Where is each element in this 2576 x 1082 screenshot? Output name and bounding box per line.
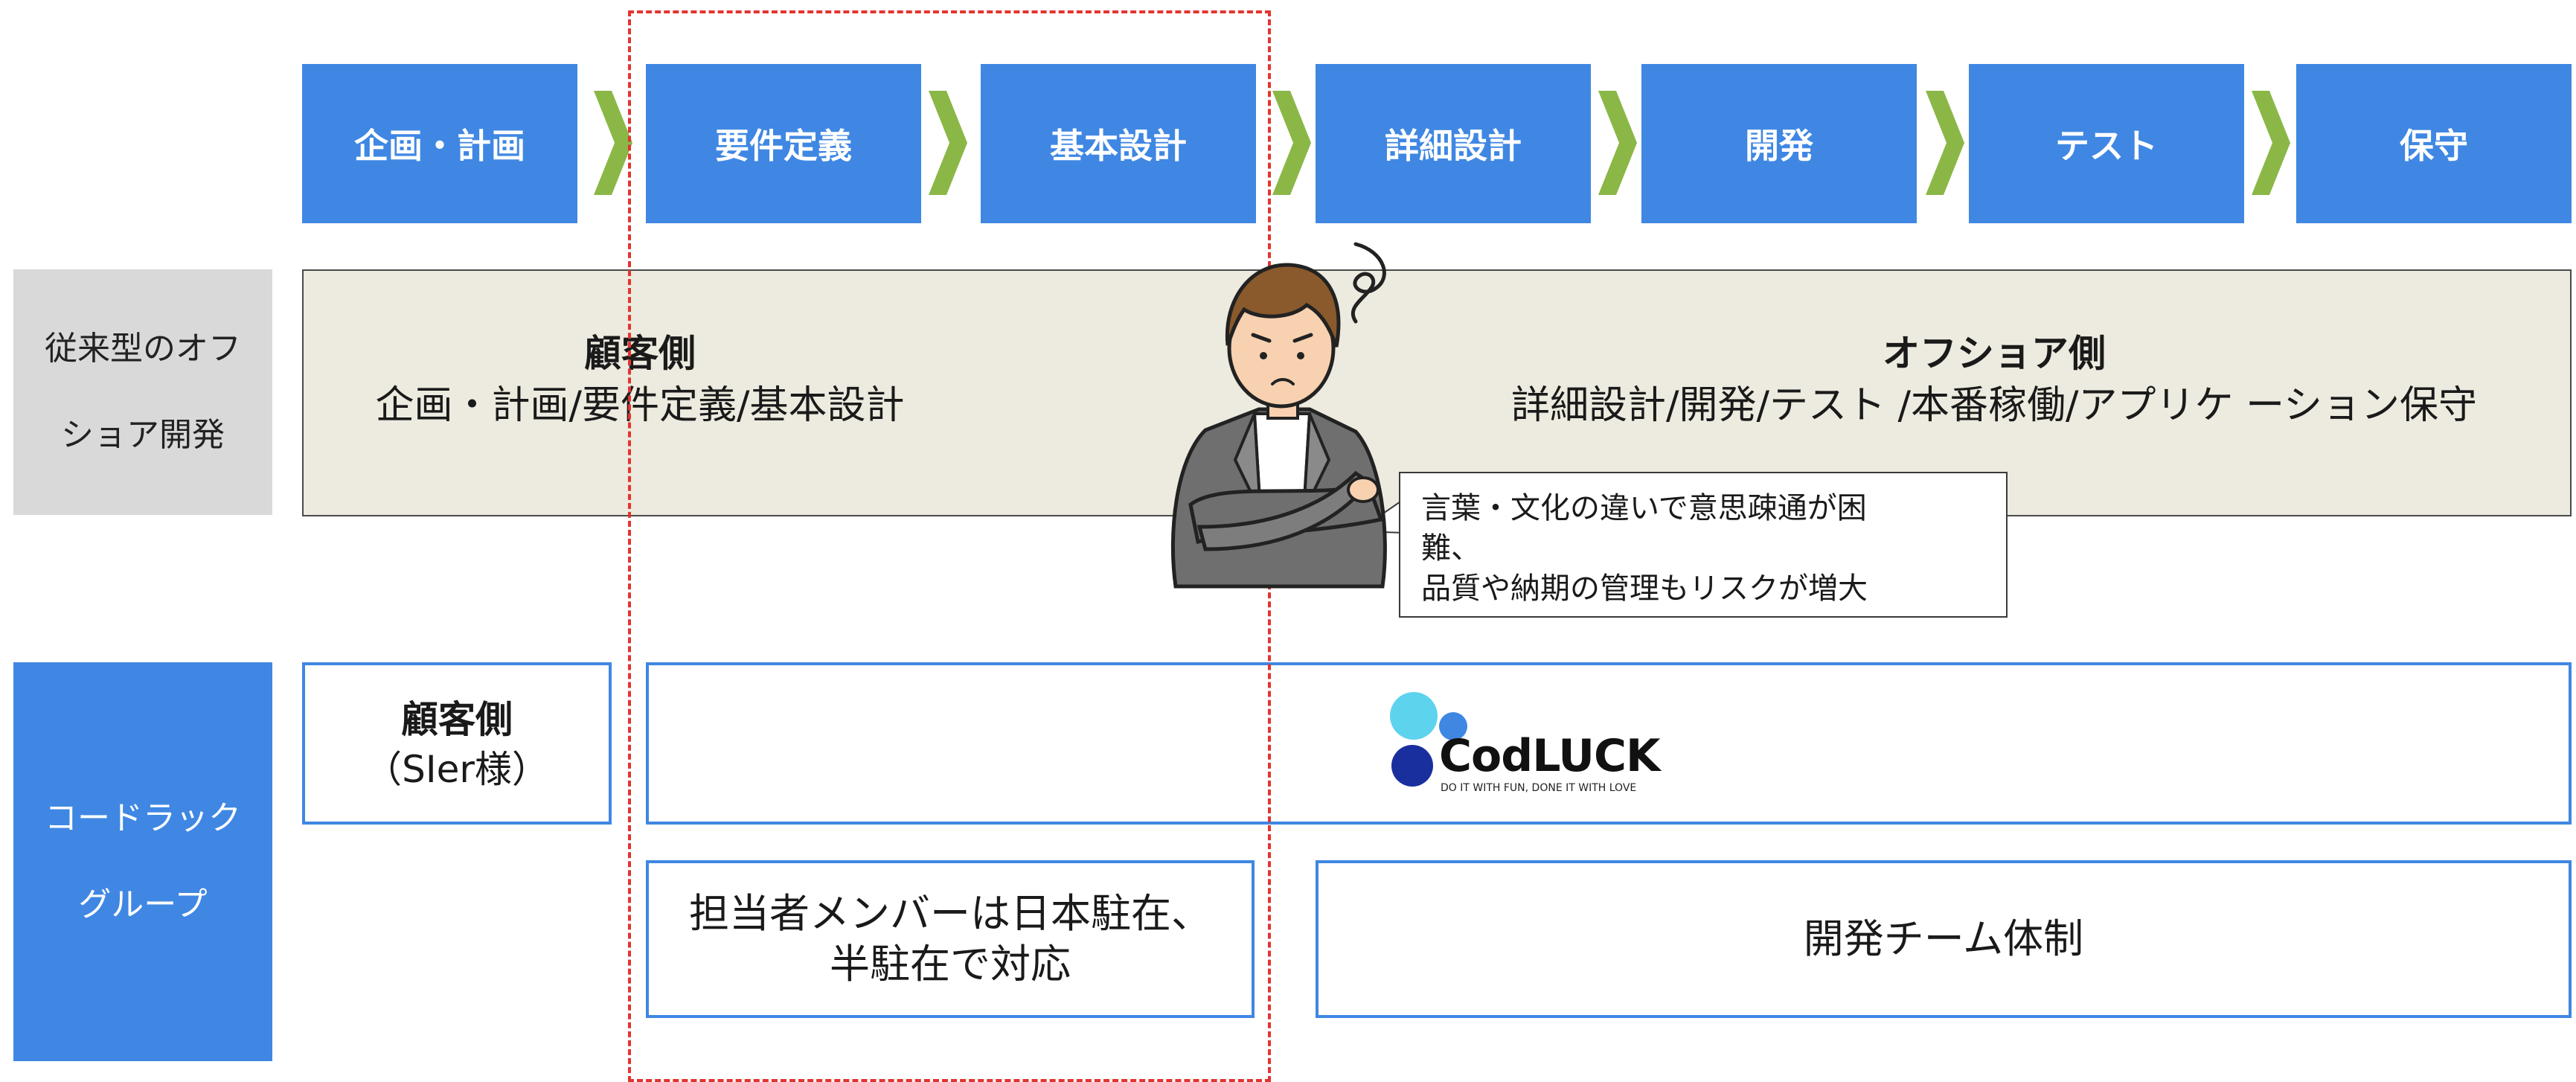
phase-maintenance: 保守 xyxy=(2296,64,2572,223)
onsite-members-box: 担当者メンバーは日本駐在、 半駐在で対応 xyxy=(646,860,1255,1018)
confusion-swirl-icon xyxy=(1351,242,1386,324)
phase-label: 企画・計画 xyxy=(354,126,525,166)
chevron-right-icon xyxy=(1272,91,1311,195)
onsite-line: 担当者メンバーは日本駐在、 xyxy=(689,890,1211,937)
codluck-client-box: 顧客側 （SIer様） xyxy=(302,662,612,825)
phase-label: 基本設計 xyxy=(1050,126,1187,166)
phase-label: 詳細設計 xyxy=(1385,126,1522,166)
phase-basic-design: 基本設計 xyxy=(981,64,1256,223)
bubble-line: 難、 xyxy=(1421,531,1481,566)
phase-requirements: 要件定義 xyxy=(646,64,921,223)
codluck-logo-text: CodLUCK xyxy=(1439,730,1661,782)
row-header-line: グループ xyxy=(78,886,208,923)
traditional-client-title: 顧客側 xyxy=(584,332,696,375)
chevron-right-icon xyxy=(594,91,632,195)
chevron-right-icon xyxy=(1598,91,1637,195)
phase-planning: 企画・計画 xyxy=(302,64,577,223)
codluck-client-subtitle: （SIer様） xyxy=(365,748,549,791)
codluck-client-title: 顧客側 xyxy=(401,698,513,741)
row-header-line: 従来型のオフ xyxy=(45,330,241,368)
phase-development: 開発 xyxy=(1641,64,1917,223)
codluck-logo-box: CodLUCK DO IT WITH FUN, DONE IT WITH LOV… xyxy=(646,662,2572,825)
phase-label: 保守 xyxy=(2400,126,2468,166)
codluck-logo-icon xyxy=(1390,692,1467,787)
bubble-line: 言葉・文化の違いで意思疎通が困 xyxy=(1421,491,1867,525)
traditional-offshore-block: オフショア側 詳細設計/開発/テスト /本番稼働/アプリケ ーション保守 xyxy=(1458,327,2530,432)
phase-label: 開発 xyxy=(1745,126,1813,166)
row-header-traditional: 従来型のオフ ショア開発 xyxy=(13,269,272,515)
worried-person-icon xyxy=(1170,242,1387,589)
traditional-offshore-title: オフショア側 xyxy=(1883,332,2106,375)
onsite-line: 半駐在で対応 xyxy=(830,941,1071,987)
chevron-right-icon xyxy=(929,91,967,195)
row-header-line: コードラック xyxy=(45,799,241,837)
row-header-line: ショア開発 xyxy=(61,416,225,454)
traditional-offshore-tasks: 詳細設計/開発/テスト /本番稼働/アプリケ ーション保守 xyxy=(1510,383,2478,428)
bubble-line: 品質や納期の管理もリスクが増大 xyxy=(1421,572,1868,606)
phase-detailed-design: 詳細設計 xyxy=(1316,64,1591,223)
dev-team-box: 開発チーム体制 xyxy=(1316,860,2572,1018)
row-header-codluck: コードラック グループ xyxy=(13,662,272,1061)
phase-testing: テスト xyxy=(1969,64,2244,223)
chevron-right-icon xyxy=(2252,91,2290,195)
codluck-logo-tagline: DO IT WITH FUN, DONE IT WITH LOVE xyxy=(1441,782,1637,794)
dev-team-label: 開発チーム体制 xyxy=(1803,915,2084,962)
phase-label: テスト xyxy=(2055,126,2158,166)
phase-label: 要件定義 xyxy=(715,126,852,166)
traditional-client-tasks: 企画・計画/要件定義/基本設計 xyxy=(375,383,905,428)
chevron-right-icon xyxy=(1926,91,1964,195)
traditional-client-block: 顧客側 企画・計画/要件定義/基本設計 xyxy=(320,327,960,432)
speech-bubble: 言葉・文化の違いで意思疎通が困 難、 品質や納期の管理もリスクが増大 xyxy=(1399,472,2008,618)
